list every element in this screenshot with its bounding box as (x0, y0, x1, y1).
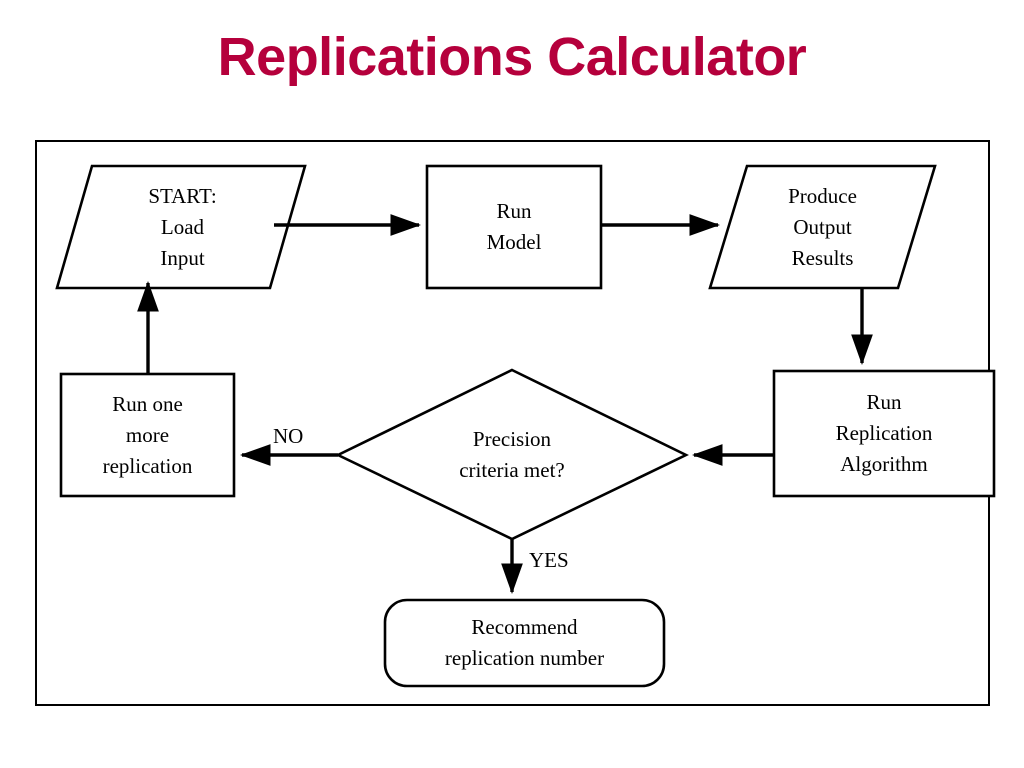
node-label-recommend-replication-number: Recommend replication number (444, 615, 605, 670)
node-label-run-one-more-replication: Run one more replication (102, 391, 193, 478)
edge-label-yes: YES (529, 548, 569, 572)
node-label-produce-output-results: Produce Output Results (788, 183, 857, 270)
node-label-precision-criteria-met: Precision criteria met? (459, 427, 565, 482)
node-label-run-model: Run Model (486, 199, 542, 254)
node-label-run-replication-algorithm: Run Replication Algorithm (835, 390, 933, 476)
node-label-start-load-input: START: Load Input (148, 183, 217, 270)
edge-label-no: NO (273, 424, 304, 448)
page-title: Replications Calculator (217, 27, 807, 87)
